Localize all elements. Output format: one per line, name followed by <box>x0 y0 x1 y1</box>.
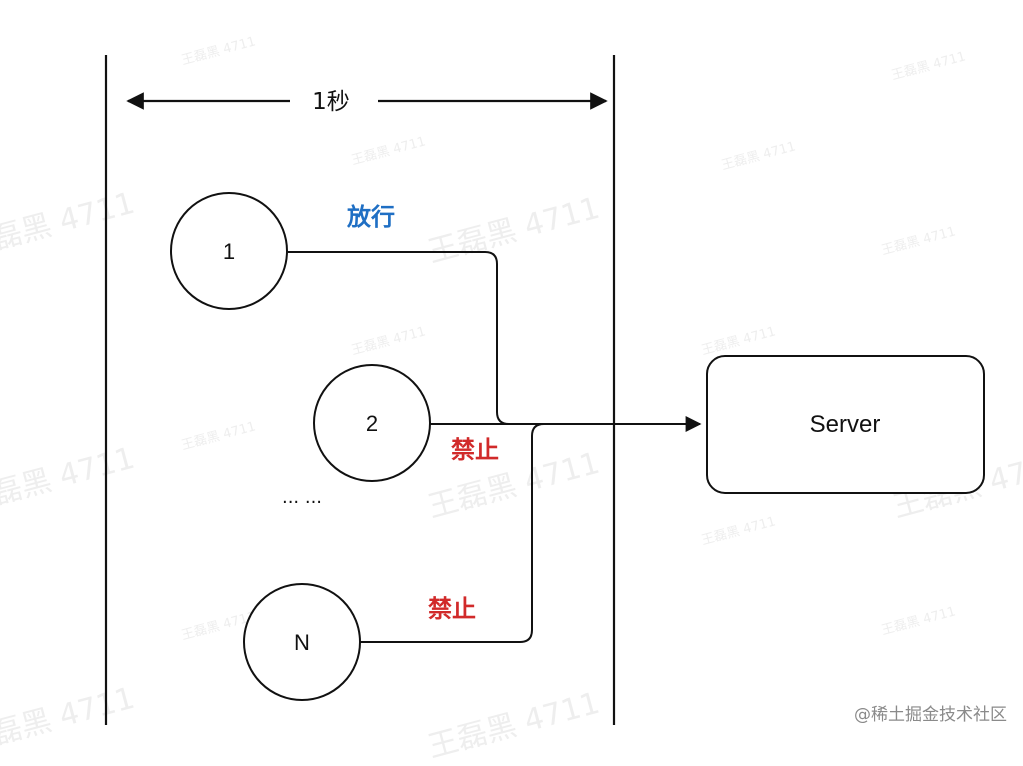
server-box <box>706 355 985 494</box>
client-node-1: 1 <box>170 192 288 310</box>
rate-limit-diagram: 1秒 1 2 N ... ... 放行 禁止 禁止 Server <box>104 55 985 725</box>
client-circle <box>243 583 361 701</box>
client-circle <box>313 364 431 482</box>
time-window-label: 1秒 <box>312 89 350 115</box>
source-credit: @稀土掘金技术社区 <box>854 705 1007 725</box>
client-label: N <box>294 630 310 655</box>
client-node-2: 2 <box>313 364 431 482</box>
connector-client-1 <box>288 251 510 425</box>
connector-client-n <box>358 423 545 643</box>
client-circle <box>170 192 288 310</box>
ellipsis-label: ... ... <box>282 487 322 508</box>
server-label: Server <box>810 411 881 438</box>
deny-label-client-2: 禁止 <box>451 436 499 464</box>
allow-label: 放行 <box>346 203 395 231</box>
client-label: 2 <box>366 411 378 436</box>
client-node-n: N <box>243 583 361 701</box>
server-node: Server <box>706 355 985 494</box>
deny-label-client-n: 禁止 <box>428 595 476 623</box>
client-label: 1 <box>223 239 235 264</box>
